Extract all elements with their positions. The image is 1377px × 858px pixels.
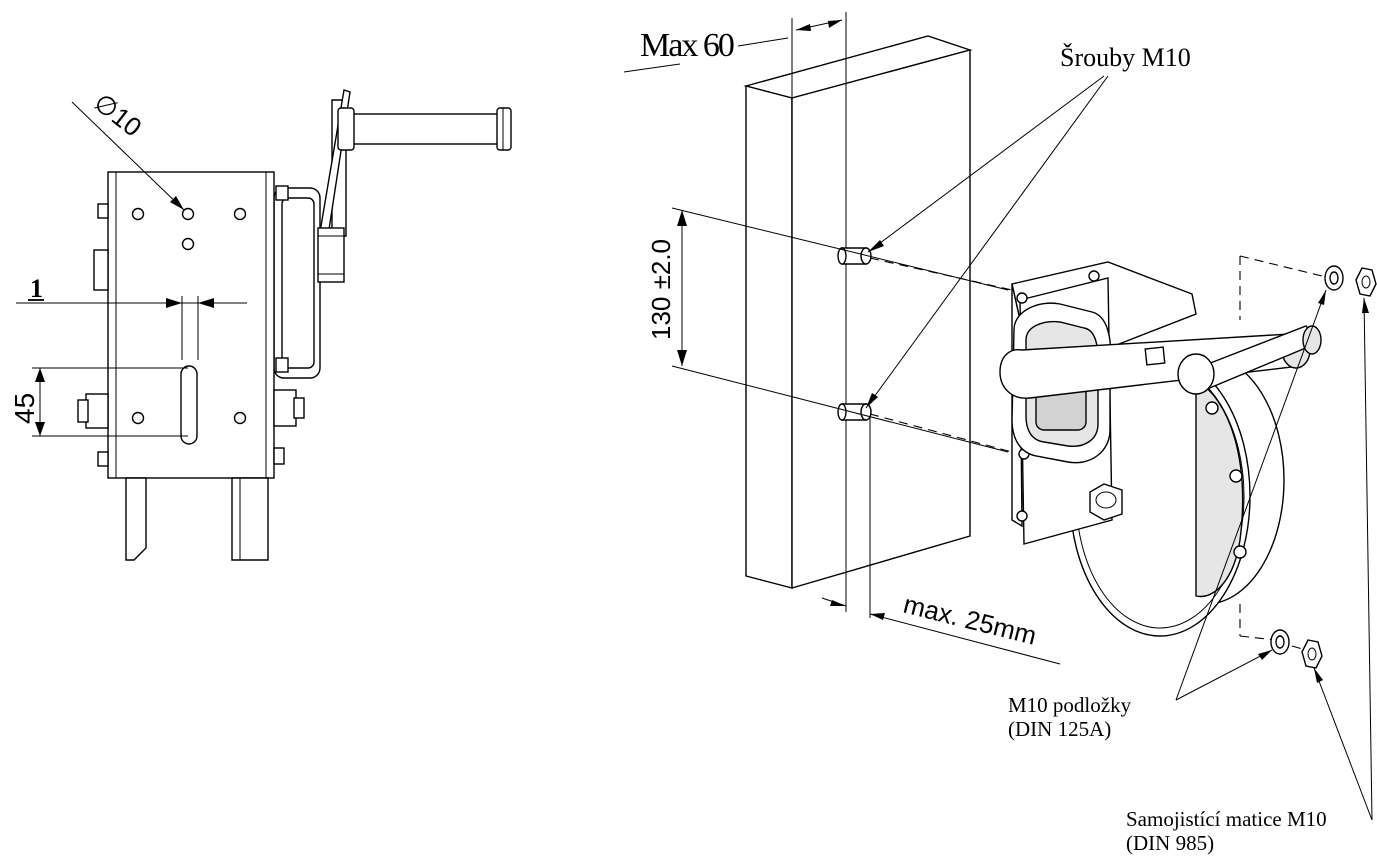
nut-bottom [1301,639,1323,669]
gearbox-housing [273,185,345,379]
podlozky-label-2: (DIN 125A) [1008,717,1111,741]
dim-130 [671,207,1013,453]
dim-45 [32,367,188,437]
dim-1-label: 1 [30,274,43,303]
nut-top [1355,267,1377,297]
dim-45-label: 45 [9,393,40,424]
side-bolts [77,203,305,467]
podlozky-leaders [1175,289,1327,701]
bolt-pins [837,247,872,421]
mounting-beam [743,35,973,589]
diameter-dimension [71,101,185,211]
winch-isometric [999,261,1322,637]
matice-leaders [1313,297,1373,821]
podlozky-label-1: M10 podložky [1008,693,1132,717]
srouby-label: Šrouby M10 [1060,43,1191,72]
srouby-leaders [865,75,1109,409]
hole [181,207,195,221]
hole [131,207,145,221]
slot [180,365,198,445]
max25-dimension [821,416,1061,665]
dim-1 [16,296,247,360]
washer-bottom [1270,629,1290,655]
max60-label: Max 60 [640,27,734,64]
base-plate [107,171,275,479]
hole [181,237,195,251]
matice-label-2: (DIN 985) [1126,831,1214,855]
bottom-legs [125,477,269,561]
max25-label: max. 25mm [901,589,1040,651]
winch-front-view: ∅10 1 45 [9,87,512,561]
hole [233,207,247,221]
washer-top [1324,265,1344,291]
diameter-label: ∅10 [88,87,147,142]
fastener-paths [1239,255,1323,651]
matice-label-1: Samojistící matice M10 [1126,807,1327,831]
dim-130-label: 130 ±2.0 [646,239,676,340]
crank-handle [319,89,512,238]
max60-dimension [623,12,847,612]
